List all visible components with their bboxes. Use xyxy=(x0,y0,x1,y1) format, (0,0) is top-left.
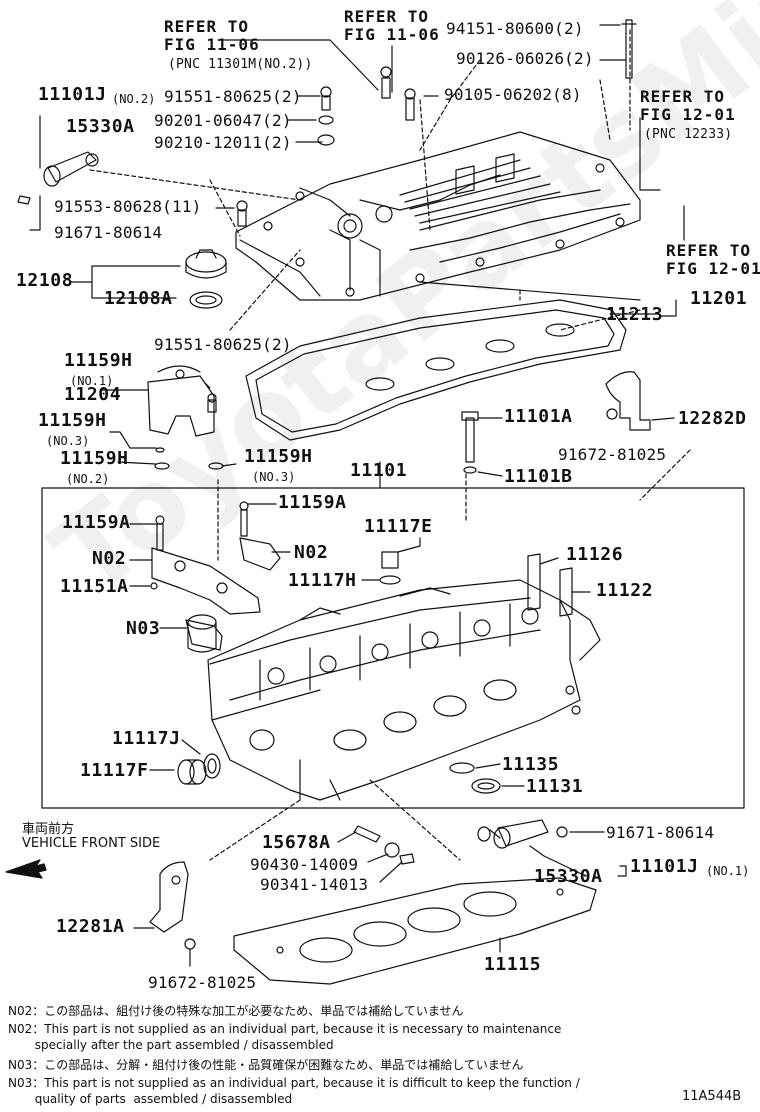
label-12108a: 12108A xyxy=(104,288,173,309)
head-gasket-11115 xyxy=(233,877,597,985)
label-n03: N03 xyxy=(126,618,161,639)
valve-lifter-n03 xyxy=(187,614,217,653)
label-11122: 11122 xyxy=(596,580,654,601)
cylinder-head-frame xyxy=(41,487,745,809)
ref-1106b-line2: FIG 11-06 xyxy=(344,25,440,44)
label-90341-14013: 90341-14013 xyxy=(260,875,369,894)
plugs-11117jf xyxy=(177,753,221,785)
ref-1106a-line2: FIG 11-06 xyxy=(164,35,260,54)
diagram-code: 11A544B xyxy=(682,1089,742,1104)
label-11126: 11126 xyxy=(566,544,624,565)
label-91671-80614-top: 91671-80614 xyxy=(54,223,163,242)
label-11117h: 11117H xyxy=(288,570,357,591)
plugs-bottom xyxy=(384,842,415,865)
label-11204: 11204 xyxy=(64,384,122,405)
leader-ref-1106a xyxy=(217,39,379,91)
label-11159h-no1: 11159H xyxy=(64,350,133,371)
label-11115: 11115 xyxy=(484,954,542,975)
label-11101j-no1: 11101J xyxy=(630,856,699,877)
gasket-11135 xyxy=(449,762,475,774)
note-n02-en-line1: N02：This part is not supplied as an indi… xyxy=(8,1022,562,1036)
top-bolts xyxy=(236,19,637,227)
front-side-en: VEHICLE FRONT SIDE xyxy=(22,836,161,851)
bracket-12281a xyxy=(149,861,196,950)
label-15330a-bottom: 15330A xyxy=(534,866,603,887)
label-91553-80628: 91553-80628(11) xyxy=(54,197,202,216)
label-94151-80600: 94151-80600(2) xyxy=(446,19,584,38)
ref-1106b-line1: REFER TO xyxy=(344,7,430,26)
ref-1201a-line3: (PNC 12233) xyxy=(644,127,733,142)
label-90210-12011: 90210-12011(2) xyxy=(154,133,292,152)
bolt-15678a xyxy=(353,825,381,843)
ref-1201b-line2: FIG 12-01 xyxy=(666,259,760,278)
label-11201: 11201 xyxy=(690,288,748,309)
ref-1201a-line2: FIG 12-01 xyxy=(640,105,736,124)
label-91551-80625-mid: 91551-80625(2) xyxy=(154,335,292,354)
plug-11117e xyxy=(379,551,401,585)
label-11101: 11101 xyxy=(350,460,408,481)
head-cover-gasket xyxy=(245,299,627,441)
label-n02-right: N02 xyxy=(294,542,329,563)
bracket-12282d xyxy=(605,371,651,431)
label-11101j-no1-sub: (NO.1) xyxy=(706,864,750,878)
label-15678a: 15678A xyxy=(262,832,331,853)
label-11117f: 11117F xyxy=(80,760,149,781)
label-n02-left: N02 xyxy=(92,548,127,569)
head-bolt xyxy=(461,411,479,474)
oil-filler-cap xyxy=(185,249,227,309)
label-11151a: 11151A xyxy=(60,576,129,597)
camshaft-caps-n02 xyxy=(150,501,281,651)
vvt-sensor-no1 xyxy=(477,819,568,849)
label-91672-81025-top: 91672-81025 xyxy=(558,445,667,464)
ref-1201b-line1: REFER TO xyxy=(666,241,752,260)
label-90126-06026: 90126-06026(2) xyxy=(456,49,594,68)
vvt-sensor-no2 xyxy=(17,115,99,205)
label-11159h-no2-sub: (NO.2) xyxy=(66,472,110,486)
label-11159h-no1-sub: (NO.1) xyxy=(70,374,114,388)
label-11117j: 11117J xyxy=(112,728,181,749)
label-11117e: 11117E xyxy=(364,516,433,537)
front-side-jp: 車両前方 xyxy=(22,822,75,837)
label-11131: 11131 xyxy=(526,776,584,797)
label-11159h-no3-sub: (NO.3) xyxy=(46,434,90,448)
note-n03-en-line2: quality of parts assembled / disassemble… xyxy=(8,1092,293,1106)
dashed-leaders xyxy=(89,29,691,861)
label-11213: 11213 xyxy=(606,304,664,325)
label-11159h-no3: 11159H xyxy=(38,410,107,431)
label-11101j-no2-sub: (NO.2) xyxy=(112,92,156,106)
ref-1106a-line1: REFER TO xyxy=(164,17,250,36)
label-11135: 11135 xyxy=(502,754,560,775)
label-11159h-no2: 11159H xyxy=(60,448,129,469)
label-91671-80614-bottom: 91671-80614 xyxy=(606,823,715,842)
label-11159h-no3-right: 11159H xyxy=(244,446,313,467)
label-90201-06047: 90201-06047(2) xyxy=(154,111,292,130)
front-arrow xyxy=(5,859,47,879)
label-11159a-left: 11159A xyxy=(62,512,131,533)
label-12281a: 12281A xyxy=(56,916,125,937)
label-90105-06202: 90105-06202(8) xyxy=(444,85,582,104)
label-90430-14009: 90430-14009 xyxy=(250,855,359,874)
label-91551-80625-top: 91551-80625(2) xyxy=(164,87,302,106)
label-12282d: 12282D xyxy=(678,408,747,429)
label-91672-81025-bottom: 91672-81025 xyxy=(148,973,257,992)
ref-1201a-line1: REFER TO xyxy=(640,87,726,106)
note-n03-jp: N03：この部品は、分解・組付け後の性能・品質確保が困難なため、単品では補給して… xyxy=(8,1058,524,1072)
label-11101b: 11101B xyxy=(504,466,573,487)
cylinder-head-cover-drawing xyxy=(235,131,641,301)
label-11101a: 11101A xyxy=(504,406,573,427)
label-11101j-no2: 11101J xyxy=(38,84,107,105)
label-11159a-right: 11159A xyxy=(278,492,347,513)
label-15330a-top: 15330A xyxy=(66,116,135,137)
label-12108: 12108 xyxy=(16,270,74,291)
ref-1106a-line3: (PNC 11301M(NO.2)) xyxy=(168,57,313,72)
note-n03-en-line1: N03：This part is not supplied as an indi… xyxy=(8,1076,580,1090)
cylinder-head-drawing xyxy=(207,579,601,801)
note-n02-jp: N02：この部品は、組付け後の特殊な加工が必要なため、単品では補給していません xyxy=(8,1004,464,1018)
label-11159h-no3-right-sub: (NO.3) xyxy=(252,470,296,484)
note-n02-en-line2: specially after the part assembled / dis… xyxy=(8,1038,334,1052)
seal-11131 xyxy=(471,778,501,794)
camshaft-cap-11204 xyxy=(147,365,224,470)
